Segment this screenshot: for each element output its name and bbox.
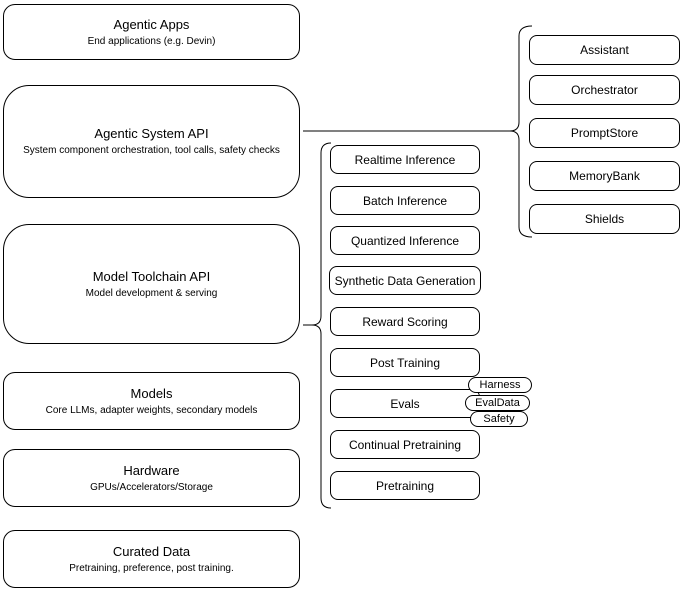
node-subtitle: Core LLMs, adapter weights, secondary mo… (45, 404, 258, 416)
node-evals: Evals (330, 389, 480, 418)
node-shields: Shields (529, 204, 680, 234)
node-title: Models (130, 385, 173, 401)
node-orchestrator: Orchestrator (529, 75, 680, 105)
node-memorybank: MemoryBank (529, 161, 680, 191)
node-realtime-inference: Realtime Inference (330, 145, 480, 174)
system-group-brace (509, 25, 533, 238)
node-title: Model Toolchain API (92, 268, 211, 284)
node-title: Agentic System API (94, 126, 209, 141)
node-agentic-apps: Agentic Apps End applications (e.g. Devi… (3, 4, 300, 60)
node-title: Hardware (123, 462, 180, 478)
node-synthetic-data-generation: Synthetic Data Generation (329, 266, 481, 295)
node-subtitle: System component orchestration, tool cal… (23, 145, 280, 156)
node-promptstore: PromptStore (529, 118, 680, 148)
node-quantized-inference: Quantized Inference (330, 226, 480, 255)
node-subtitle: GPUs/Accelerators/Storage (90, 481, 213, 493)
node-reward-scoring: Reward Scoring (330, 307, 480, 336)
node-agentic-system-api: Agentic System API System component orch… (3, 85, 300, 198)
node-pretraining: Pretraining (330, 471, 480, 500)
node-curated-data: Curated Data Pretraining, preference, po… (3, 530, 300, 588)
node-title: Agentic Apps (113, 16, 190, 32)
node-hardware: Hardware GPUs/Accelerators/Storage (3, 449, 300, 507)
node-subtitle: Model development & serving (85, 287, 218, 299)
node-model-toolchain-api: Model Toolchain API Model development & … (3, 224, 300, 344)
tag-safety: Safety (470, 411, 528, 427)
node-batch-inference: Batch Inference (330, 186, 480, 215)
node-subtitle: End applications (e.g. Devin) (87, 35, 216, 47)
node-subtitle: Pretraining, preference, post training. (69, 562, 234, 574)
node-continual-pretraining: Continual Pretraining (330, 430, 480, 459)
node-models: Models Core LLMs, adapter weights, secon… (3, 372, 300, 430)
node-assistant: Assistant (529, 35, 680, 65)
tag-evaldata: EvalData (465, 395, 530, 411)
tag-harness: Harness (468, 377, 532, 393)
toolchain-group-brace (311, 142, 332, 509)
node-title: Curated Data (112, 543, 191, 559)
node-post-training: Post Training (330, 348, 480, 377)
